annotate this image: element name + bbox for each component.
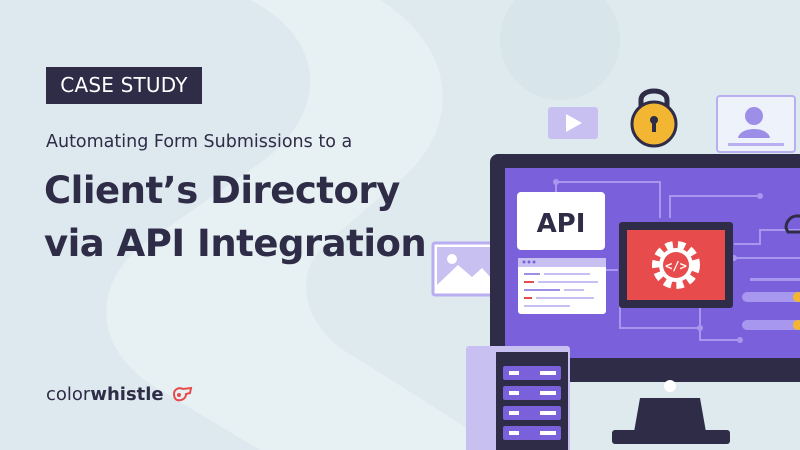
server-rack-icon: [466, 346, 570, 450]
padlock-icon: [630, 88, 678, 148]
headline: Client’s Directory via API Integration: [44, 164, 427, 270]
cloud-icon: [784, 214, 800, 234]
logo-text-color: color: [46, 384, 91, 405]
api-card: API: [517, 192, 605, 250]
logo-text-whistle: whistle: [90, 384, 164, 405]
code-symbol: </>: [665, 259, 687, 273]
power-button: [664, 380, 676, 392]
video-play-icon: [548, 107, 598, 139]
api-label: API: [537, 209, 586, 239]
whistle-icon: [173, 386, 193, 402]
circuit-lines: [555, 181, 800, 341]
case-study-badge: CASE STUDY: [46, 67, 202, 104]
gear-code-chip: </>: [619, 222, 733, 308]
user-profile-icon: [716, 95, 796, 153]
subtitle: Automating Form Submissions to a: [46, 132, 353, 152]
image-icon: [431, 241, 499, 297]
gear-icon: [652, 241, 700, 289]
colorwhistle-logo: colorwhistle: [46, 384, 193, 410]
headline-line-1: Client’s Directory: [44, 169, 400, 212]
headline-line-2: via API Integration: [44, 222, 427, 265]
code-snippet-card: [518, 258, 606, 314]
progress-bars: [742, 278, 800, 330]
